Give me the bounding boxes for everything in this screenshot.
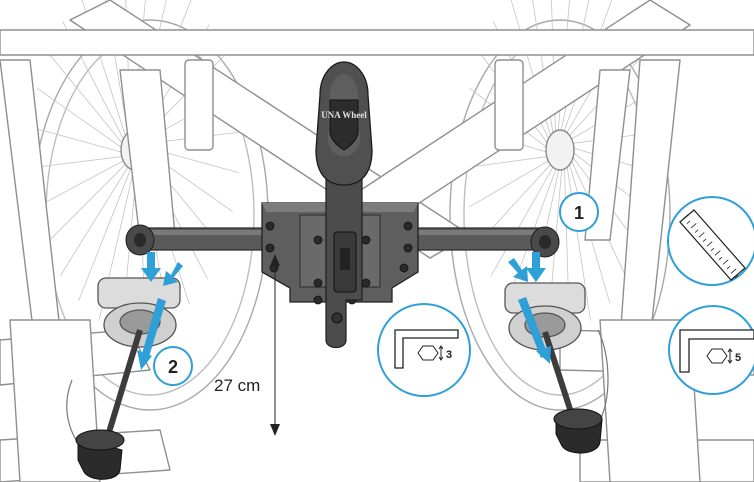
right-axle-bracket [494,59,524,151]
ruler-tick [694,229,699,233]
arrow-along-rod-icon [141,298,166,360]
wheel-spoke [36,158,128,208]
wheel-spoke [31,127,126,154]
wheel-spoke [47,51,126,148]
wheel-spoke [31,155,127,169]
left-axle-bracket [184,59,214,151]
bolt-icon [403,243,413,253]
ruler-tick [686,220,691,224]
right-frame-tube [584,69,631,241]
hex-key-3-size: 3 [446,349,452,361]
height-dimension [270,254,280,436]
assembly-arrows [137,252,551,370]
left-knob [75,429,125,480]
hex-nut-icon [706,348,733,364]
hex-key-icon [394,329,459,369]
arrow-down-icon [141,252,161,282]
left-frame-tube [0,59,61,346]
hex-key-5-badge: 5 [668,305,754,395]
ruler-tick [698,232,705,238]
arrow-down-icon [526,252,546,282]
brand-logo-text: UNA Wheel [321,110,367,120]
ruler-tick [710,247,715,252]
ruler-tick [714,250,721,256]
bolt-icon [403,221,413,231]
bolt-icon [361,235,371,245]
ruler-tick [722,259,729,265]
ruler-tick [702,238,707,242]
arrow-along-rod-icon [518,297,548,358]
callout-2: 2 [153,346,193,386]
ruler-icon [679,209,746,281]
ruler-tick [718,256,723,261]
ruler-tick [690,223,697,229]
ruler-tick [730,268,737,274]
arrow-diagonal-icon [163,262,183,286]
callout-1: 1 [559,192,599,232]
handle-arm [325,177,363,349]
dimension-label: 27 cm [214,376,260,395]
right-frame-tube [619,59,681,341]
hex-key-5-size: 5 [735,352,741,364]
bolt-icon [265,221,275,231]
wheel-spoke [490,162,557,276]
wheel-spoke [78,163,134,302]
ruler-tick [706,241,713,247]
ruler-tick [726,265,731,270]
wheel-spoke [37,87,126,151]
callout-1-number: 1 [574,203,584,223]
bolt-icon [313,295,323,305]
bolt-icon [313,278,323,288]
bolt-icon [313,235,323,245]
wheel-spoke [468,158,553,208]
bolt-icon [399,263,409,273]
wheel-spoke [565,160,591,321]
seat-tube [0,29,754,56]
hex-key-3-badge: 3 [377,303,471,397]
wheel-spoke [60,162,132,276]
ruler-tick [734,275,739,279]
ruler-badge [667,196,754,286]
arrow-diagonal-icon [508,258,528,282]
brand-logo: UNA Wheel [321,99,367,151]
hex-key-icon [679,329,754,373]
wheel-spoke [45,160,130,244]
right-knob [553,408,603,454]
wheel-spoke [464,155,552,169]
callout-2-number: 2 [168,357,178,377]
hex-nut-icon [417,345,444,361]
ruler-tick [682,214,689,220]
bolt-icon [265,243,275,253]
bolt-icon [361,278,371,288]
right-wheel [449,0,671,411]
